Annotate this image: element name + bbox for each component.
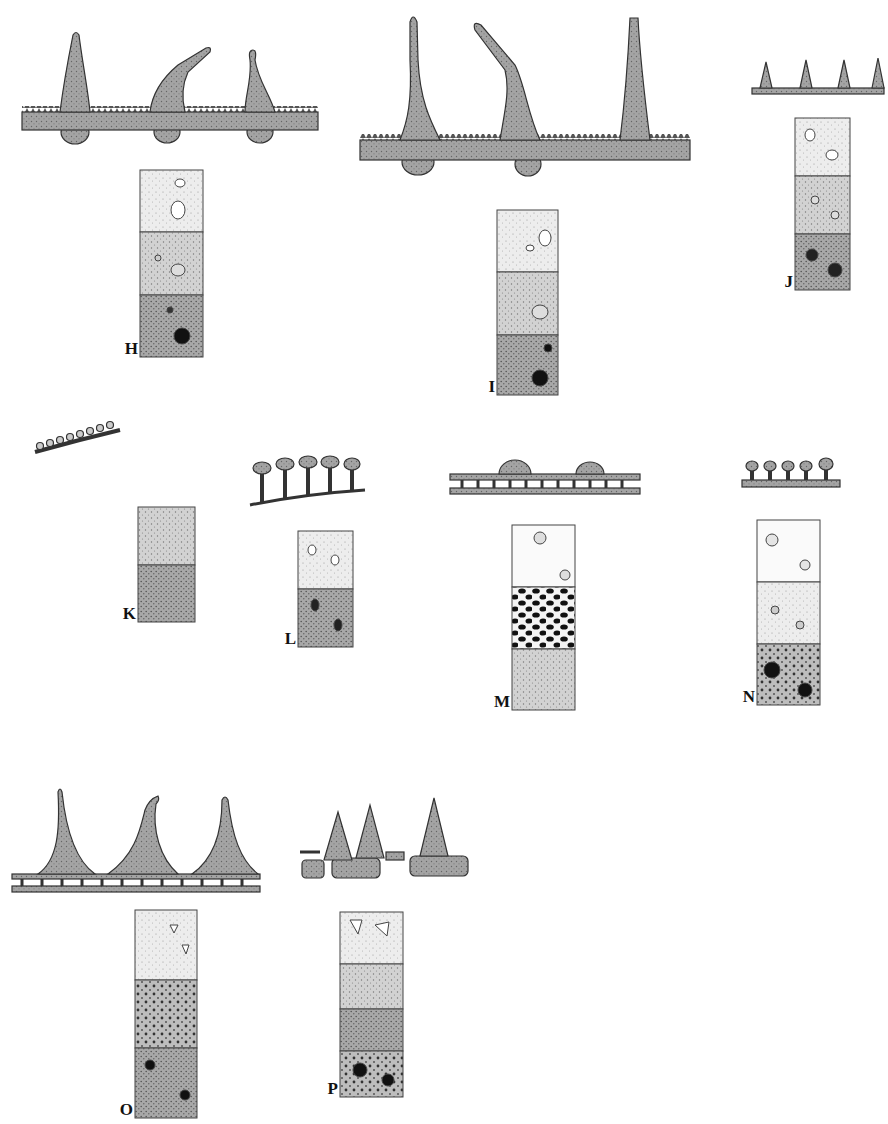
panel-letter: O xyxy=(120,1101,133,1118)
profile-l xyxy=(250,456,365,505)
panel-letter: I xyxy=(488,378,495,395)
section-panel-j xyxy=(795,118,850,290)
panel-letter: J xyxy=(785,273,794,290)
section-panel-m xyxy=(512,525,575,710)
section-panel-n xyxy=(757,520,820,705)
profile-p xyxy=(300,798,468,878)
profile-n xyxy=(742,458,840,487)
section-panel-h xyxy=(140,170,203,357)
panel-letter: M xyxy=(494,693,510,710)
panel-letter: P xyxy=(328,1080,338,1097)
panel-letter: K xyxy=(123,605,136,622)
panel-letter: H xyxy=(125,340,138,357)
panel-letter: N xyxy=(743,688,755,705)
profile-o xyxy=(12,789,260,892)
section-panel-p xyxy=(340,912,403,1097)
section-panel-l xyxy=(298,531,353,647)
section-panel-k xyxy=(138,507,195,622)
profile-j xyxy=(752,58,884,94)
profile-h xyxy=(22,33,318,145)
profile-m xyxy=(450,460,640,494)
panel-letter: L xyxy=(285,630,296,647)
section-panel-o xyxy=(135,910,197,1118)
profile-i xyxy=(360,17,690,176)
profile-k xyxy=(35,422,120,453)
section-panel-i xyxy=(497,210,558,395)
